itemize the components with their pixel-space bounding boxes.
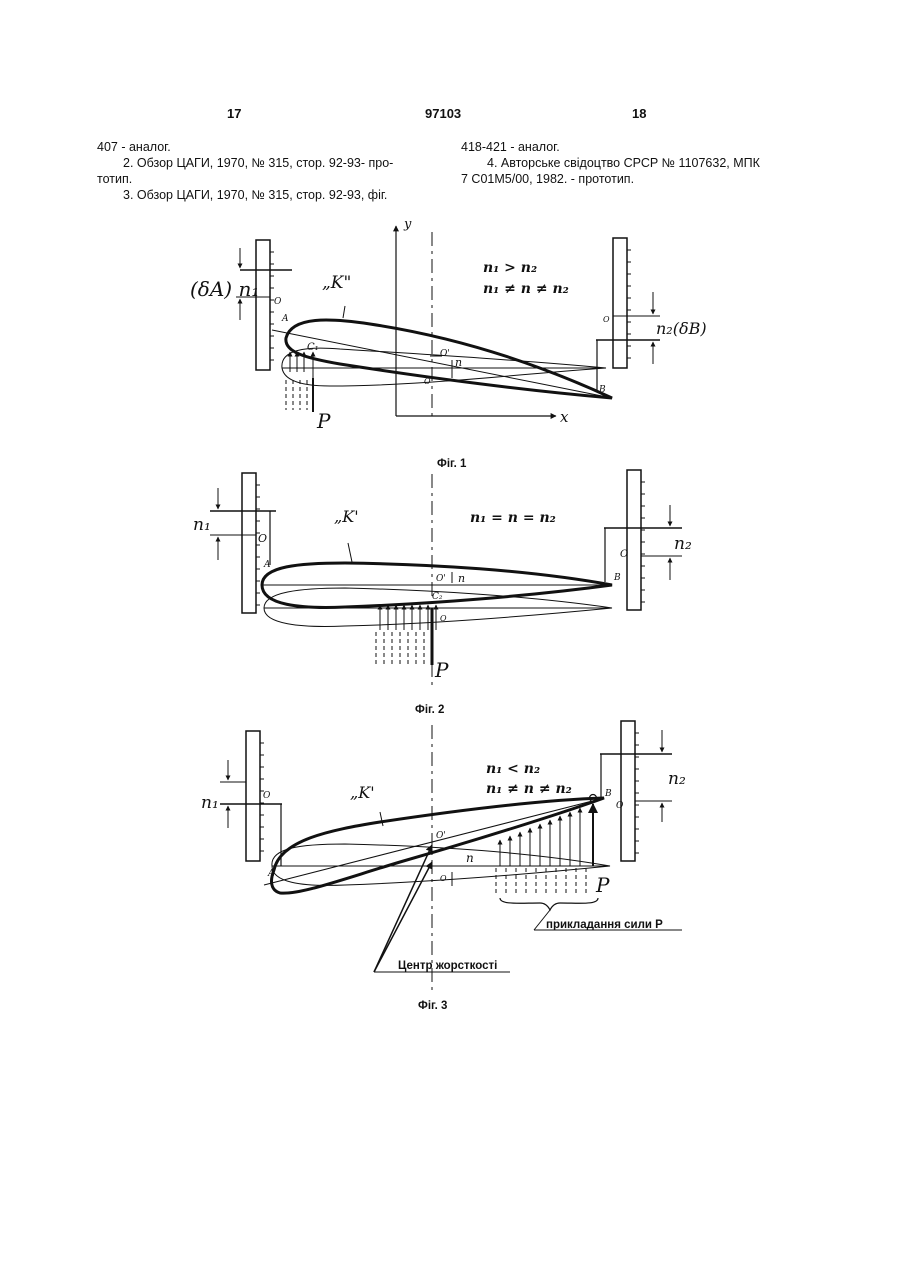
point-b-label: B bbox=[613, 573, 621, 583]
right-column: 418-421 - аналог. 4. Авторське свідоцтво… bbox=[461, 139, 821, 187]
reference-line: 418-421 - аналог. bbox=[461, 139, 821, 155]
reference-line: тотип. bbox=[97, 171, 437, 187]
point-c-label: C₁ bbox=[307, 342, 319, 353]
right-scale bbox=[627, 470, 641, 610]
force-label: P bbox=[316, 409, 331, 433]
relation-line-2: n₁ ≠ n ≠ n₂ bbox=[486, 781, 572, 797]
left-scale-label: n₁ bbox=[201, 793, 219, 813]
contour-label: „K' bbox=[350, 783, 375, 802]
stiffness-center-callout: Центр жорсткості bbox=[398, 960, 497, 972]
force-application-callout: прикладання сили Р bbox=[546, 919, 663, 931]
point-o-prime-label: O' bbox=[436, 574, 446, 584]
point-c-label: C₂ bbox=[432, 592, 443, 602]
relation-line-1: n₁ > n₂ bbox=[483, 260, 537, 276]
point-a-label: A bbox=[281, 314, 289, 324]
reference-line: 7 С01М5/00, 1982. - прототип. bbox=[461, 171, 821, 187]
figure-2-drawing: n₁ O „K' n₁ = n = n₂ O n₂ A O' C₂ n O B … bbox=[0, 465, 901, 695]
force-label: P bbox=[595, 873, 610, 897]
contour-label: „K" bbox=[322, 273, 351, 293]
point-o-label: O bbox=[424, 377, 431, 386]
point-o-label: O bbox=[440, 874, 447, 883]
deflection-n-label: n bbox=[455, 356, 462, 369]
point-a-label: A bbox=[263, 560, 271, 570]
page-number-right: 18 bbox=[632, 106, 646, 121]
reference-line: 2. Обзор ЦАГИ, 1970, № 315, стор. 92-93-… bbox=[97, 155, 437, 171]
left-zero-label: O bbox=[258, 532, 267, 545]
figure-3-drawing: n₁ O „K' n₁ < n₂ n₁ ≠ n ≠ n₂ O n₂ A O' n… bbox=[0, 715, 901, 995]
page-number-left: 17 bbox=[227, 106, 241, 121]
force-label: P bbox=[434, 658, 449, 682]
axis-y-label: y bbox=[403, 217, 412, 232]
deflection-n-label: n bbox=[458, 572, 465, 585]
right-scale-label: n₂ bbox=[668, 769, 686, 789]
left-scale bbox=[256, 240, 270, 370]
left-scale bbox=[242, 473, 256, 613]
figure-3-caption: Фіг. 3 bbox=[418, 1000, 447, 1012]
axis-x-label: x bbox=[560, 408, 569, 426]
right-scale-label: n₂ bbox=[674, 534, 692, 554]
reference-line: 3. Обзор ЦАГИ, 1970, № 315, стор. 92-93,… bbox=[97, 187, 437, 203]
left-scale-label: (δA) n₁ bbox=[190, 277, 259, 301]
deflection-n-label: n bbox=[466, 851, 474, 865]
document-number: 97103 bbox=[425, 106, 461, 121]
right-scale bbox=[621, 721, 635, 861]
right-zero-label: O bbox=[616, 801, 624, 811]
right-zero-label: O bbox=[620, 549, 628, 560]
right-zero-label: O bbox=[603, 315, 610, 324]
point-b-label: B bbox=[604, 789, 612, 799]
left-zero-label: O bbox=[263, 791, 271, 801]
figure-1-drawing: (δA) n₁ O „K" y x n₁ > n₂ n₁ ≠ n ≠ n₂ O … bbox=[0, 215, 901, 455]
relation-line-1: n₁ < n₂ bbox=[486, 761, 540, 777]
relation-line-2: n₁ ≠ n ≠ n₂ bbox=[483, 281, 569, 297]
right-scale-label: n₂(δB) bbox=[656, 319, 707, 338]
left-scale-label: n₁ bbox=[193, 515, 211, 535]
point-o-prime-label: O' bbox=[440, 349, 450, 359]
right-scale bbox=[613, 238, 627, 368]
left-column: 407 - аналог. 2. Обзор ЦАГИ, 1970, № 315… bbox=[97, 139, 437, 203]
point-b-label: B bbox=[598, 385, 606, 395]
reference-line: 407 - аналог. bbox=[97, 139, 437, 155]
contour-label: „K' bbox=[334, 507, 359, 526]
left-zero-label: O bbox=[274, 297, 282, 307]
point-o-prime-label: O' bbox=[436, 831, 446, 841]
point-o-label: O bbox=[440, 614, 447, 623]
left-scale bbox=[246, 731, 260, 861]
deformed-contour bbox=[272, 798, 604, 893]
relation-text: n₁ = n = n₂ bbox=[470, 510, 556, 526]
reference-line: 4. Авторське свідоцтво СРСР № 1107632, М… bbox=[461, 155, 821, 171]
point-a-label: A bbox=[267, 869, 275, 879]
